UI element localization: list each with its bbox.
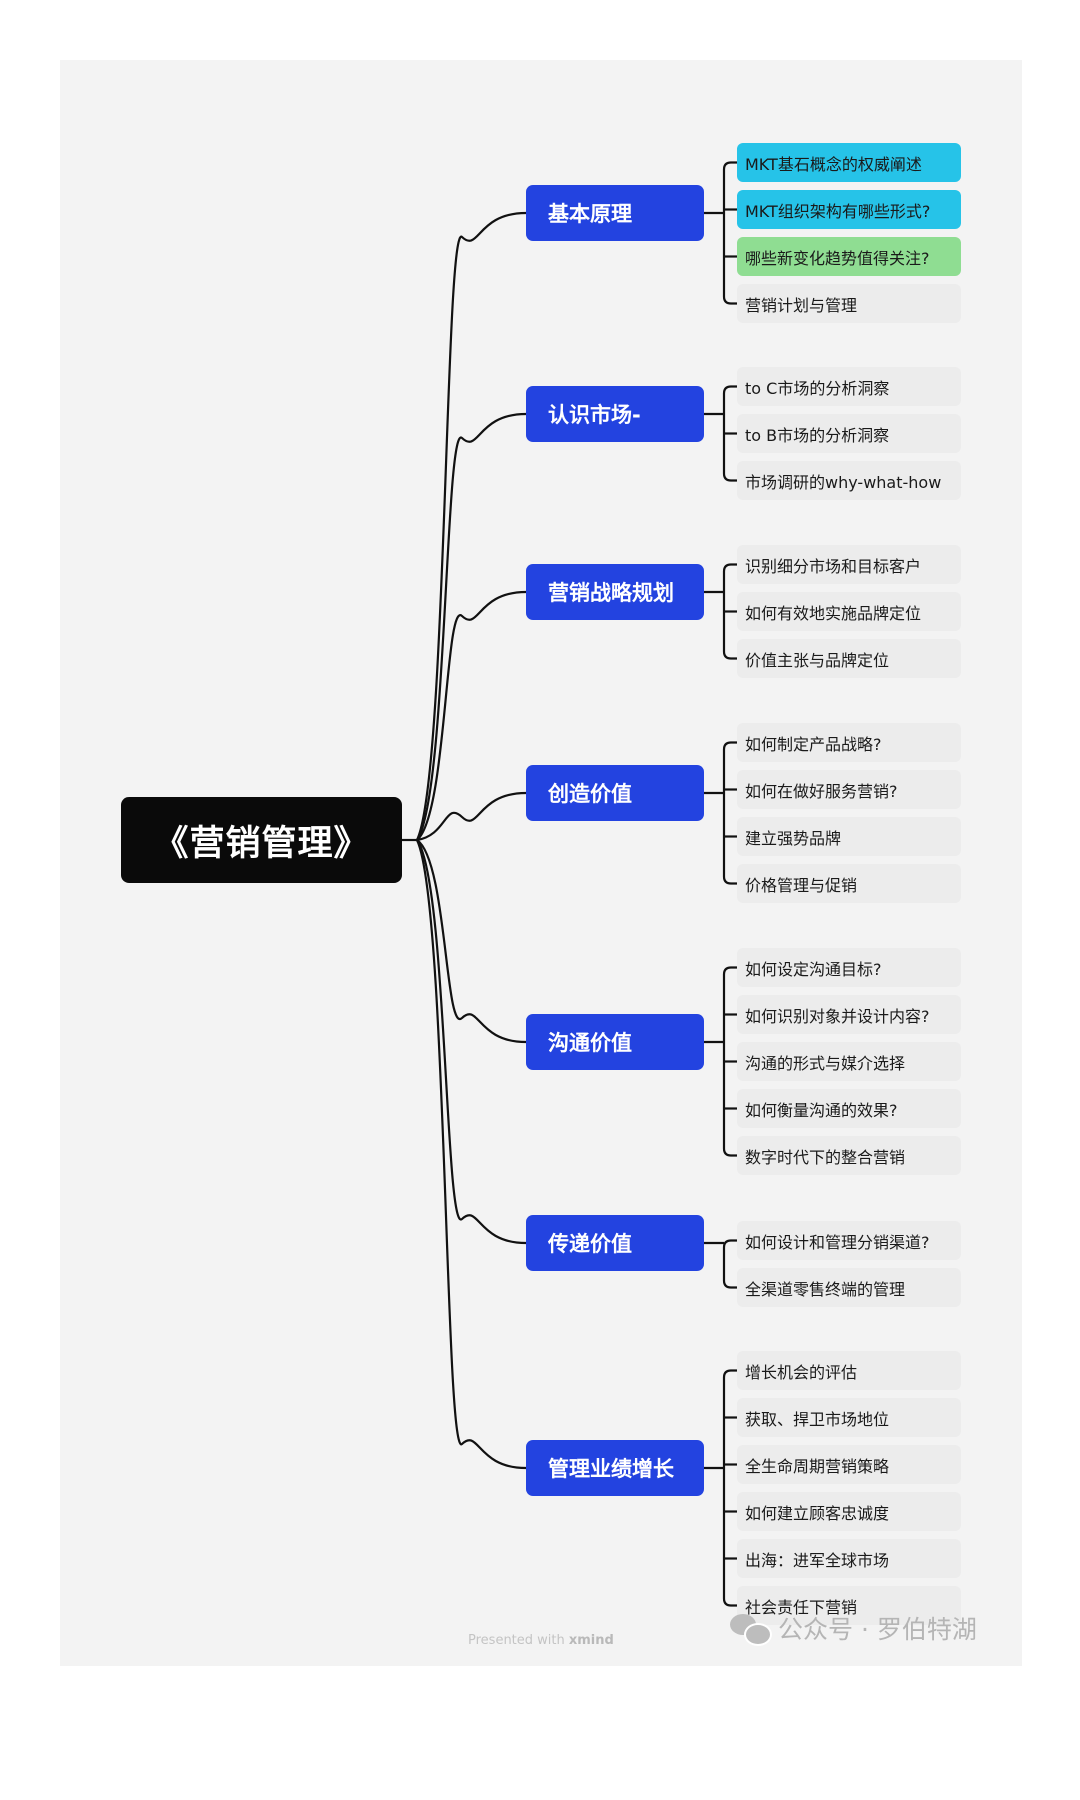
subtopic[interactable]: to B市场的分析洞察	[737, 414, 961, 453]
subtopic[interactable]: 如何衡量沟通的效果?	[737, 1089, 961, 1128]
subtopic[interactable]: 识别细分市场和目标客户	[737, 545, 961, 584]
branch-topic[interactable]: 管理业绩增长	[526, 1440, 704, 1496]
branch-topic[interactable]: 创造价值	[526, 765, 704, 821]
subtopic[interactable]: 数字时代下的整合营销	[737, 1136, 961, 1175]
subtopic[interactable]: 价值主张与品牌定位	[737, 639, 961, 678]
subtopic[interactable]: 如何制定产品战略?	[737, 723, 961, 762]
credit-brand: xmind	[568, 1633, 614, 1648]
subtopic[interactable]: 哪些新变化趋势值得关注?	[737, 237, 961, 276]
subtopic[interactable]: 全生命周期营销策略	[737, 1445, 961, 1484]
subtopic[interactable]: 营销计划与管理	[737, 284, 961, 323]
branch-topic[interactable]: 认识市场-	[526, 386, 704, 442]
root-topic[interactable]: 《营销管理》	[121, 797, 402, 883]
branch-topic[interactable]: 基本原理	[526, 185, 704, 241]
subtopic[interactable]: 如何在做好服务营销?	[737, 770, 961, 809]
branch-topic[interactable]: 营销战略规划	[526, 564, 704, 620]
subtopic[interactable]: 价格管理与促销	[737, 864, 961, 903]
branch-topic[interactable]: 沟通价值	[526, 1014, 704, 1070]
subtopic[interactable]: MKT组织架构有哪些形式?	[737, 190, 961, 229]
subtopic[interactable]: 如何设定沟通目标?	[737, 948, 961, 987]
subtopic[interactable]: to C市场的分析洞察	[737, 367, 961, 406]
subtopic[interactable]: 市场调研的why-what-how	[737, 461, 961, 500]
xmind-credit: Presented with xmind	[468, 1633, 614, 1648]
subtopic[interactable]: 如何识别对象并设计内容?	[737, 995, 961, 1034]
subtopic[interactable]: 如何设计和管理分销渠道?	[737, 1221, 961, 1260]
subtopic[interactable]: 建立强势品牌	[737, 817, 961, 856]
wechat-icon	[730, 1612, 772, 1646]
subtopic[interactable]: 如何有效地实施品牌定位	[737, 592, 961, 631]
subtopic[interactable]: 沟通的形式与媒介选择	[737, 1042, 961, 1081]
wechat-watermark: 公众号 · 罗伯特湖	[730, 1610, 977, 1646]
subtopic[interactable]: 全渠道零售终端的管理	[737, 1268, 961, 1307]
subtopic[interactable]: 如何建立顾客忠诚度	[737, 1492, 961, 1531]
subtopic[interactable]: 获取、捍卫市场地位	[737, 1398, 961, 1437]
subtopic[interactable]: 社会责任下营销	[737, 1586, 961, 1625]
subtopic[interactable]: 增长机会的评估	[737, 1351, 961, 1390]
subtopic[interactable]: MKT基石概念的权威阐述	[737, 143, 961, 182]
watermark-text: 公众号 · 罗伯特湖	[778, 1615, 977, 1644]
branch-topic[interactable]: 传递价值	[526, 1215, 704, 1271]
subtopic[interactable]: 出海：进军全球市场	[737, 1539, 961, 1578]
credit-prefix: Presented with	[468, 1633, 569, 1648]
